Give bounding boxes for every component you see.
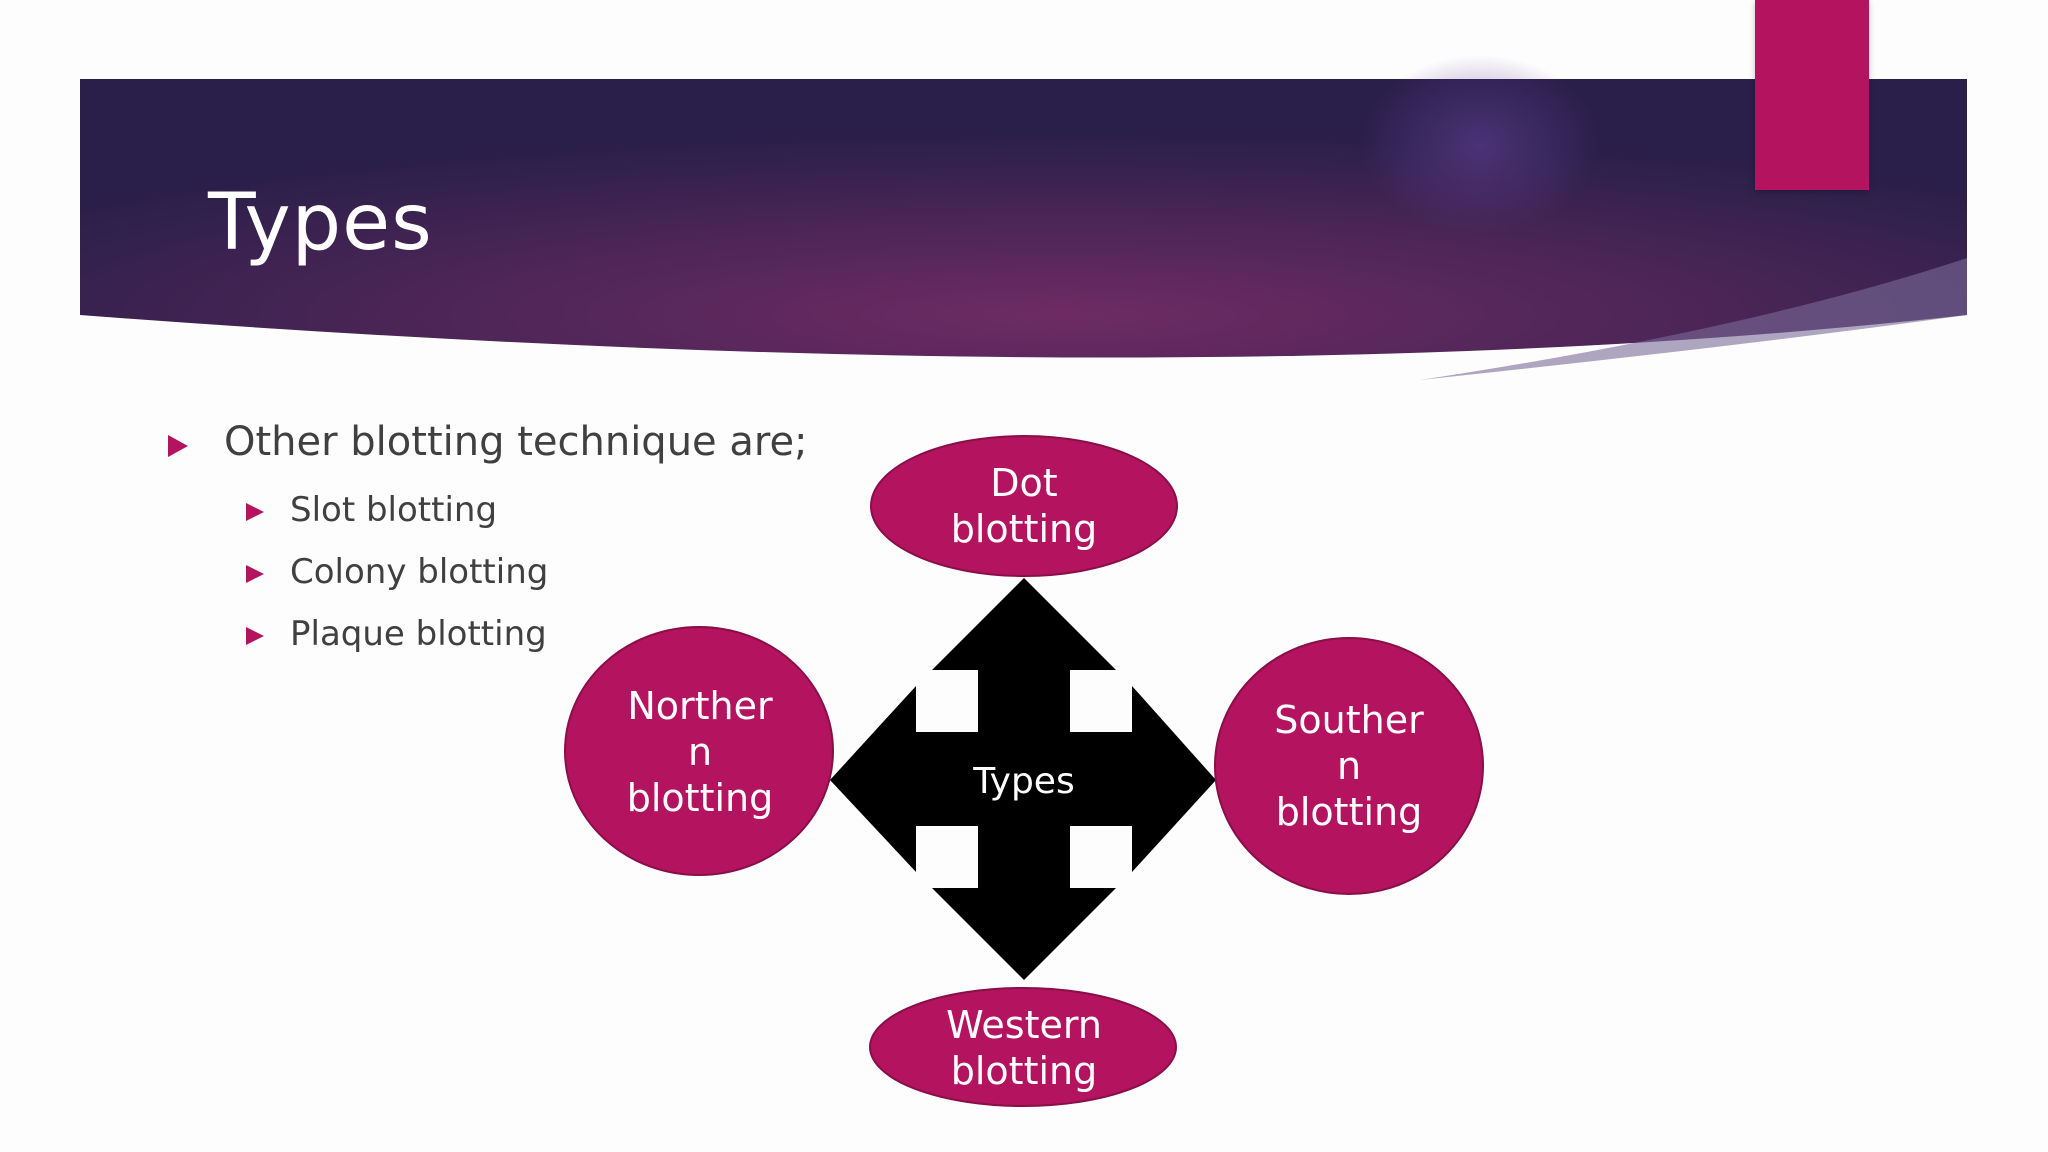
bullet-sub-text: Slot blotting: [290, 490, 498, 530]
node-left-line: blotting: [626, 776, 774, 820]
node-top-shape: [870, 435, 1178, 577]
node-right-shape: [1214, 637, 1484, 895]
triangle-bullet-icon: [246, 627, 264, 645]
bullet-sub: Plaque blotting: [246, 614, 547, 654]
title-banner: [80, 55, 1967, 380]
node-bottom-label: Western blotting: [874, 1002, 1174, 1094]
node-left-shape: [564, 626, 834, 876]
bullet-list: Other blotting technique are; Slot blott…: [0, 0, 808, 700]
node-bottom-line: Western: [946, 1003, 1102, 1047]
bullet-sub-text: Plaque blotting: [290, 614, 547, 654]
bullet-main-text: Other blotting technique are;: [224, 419, 808, 465]
node-top-line: blotting: [950, 507, 1098, 551]
node-top-label: Dot blotting: [874, 460, 1174, 552]
bullet-sub: Slot blotting: [246, 490, 498, 530]
triangle-bullet-icon: [246, 565, 264, 583]
node-right-label: Souther n blotting: [1219, 697, 1479, 835]
node-right-line: Souther: [1274, 698, 1424, 742]
bullet-sub-text: Colony blotting: [290, 552, 549, 592]
node-left-line: Norther: [627, 684, 773, 728]
bullet-main: Other blotting technique are;: [168, 419, 808, 465]
bullet-sub: Colony blotting: [246, 552, 549, 592]
triangle-bullet-icon: [168, 435, 188, 457]
node-left-label: Norther n blotting: [570, 683, 830, 821]
node-bottom-line: blotting: [950, 1049, 1098, 1093]
node-right-line: n: [1336, 744, 1362, 788]
node-right-line: blotting: [1275, 790, 1423, 834]
four-way-arrow-icon: [830, 578, 1216, 980]
slide-title: Types: [208, 178, 433, 268]
triangle-bullet-icon: [246, 503, 264, 521]
diagram-center-label: Types: [973, 761, 1075, 802]
node-left-line: n: [687, 730, 713, 774]
node-top-line: Dot: [990, 461, 1058, 505]
banner-swoosh: [1420, 258, 1967, 380]
banner-glow: [1360, 55, 1600, 235]
accent-tab: [1755, 0, 1869, 190]
node-bottom-shape: [869, 987, 1177, 1107]
